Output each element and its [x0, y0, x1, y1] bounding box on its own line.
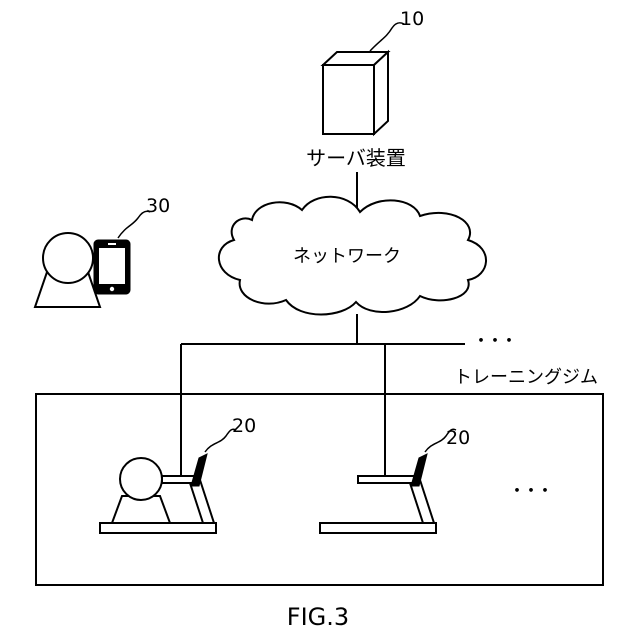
treadmill-2: [320, 454, 436, 533]
server-ref-number: 10: [400, 8, 424, 30]
figure-caption: FIG.3: [287, 603, 349, 631]
server-label: サーバ装置: [306, 146, 406, 170]
server-device: [323, 52, 388, 134]
more-branches-ellipsis: ・・・: [472, 331, 514, 352]
sensor-device-1-icon: [191, 454, 207, 486]
user-with-smartphone: [35, 233, 130, 307]
sensor-device-2-icon: [411, 454, 427, 486]
gym-user-head: [120, 458, 162, 500]
treadmill-1: [100, 454, 216, 533]
treadmill-2-handrail: [358, 476, 414, 483]
user-ref-number: 30: [146, 195, 170, 217]
more-machines-ellipsis: ・・・: [508, 481, 550, 502]
server-ref-leader: [370, 23, 404, 51]
gym-label: トレーニングジム: [454, 367, 598, 388]
network-label: ネットワーク: [293, 246, 401, 267]
treadmill-2-deck: [320, 523, 436, 533]
machine-1-ref-number: 20: [232, 415, 256, 437]
machine-2-ref-number: 20: [446, 427, 470, 449]
treadmill-1-deck: [100, 523, 216, 533]
user-head: [43, 233, 93, 283]
treadmill-1-handrail: [162, 476, 194, 483]
